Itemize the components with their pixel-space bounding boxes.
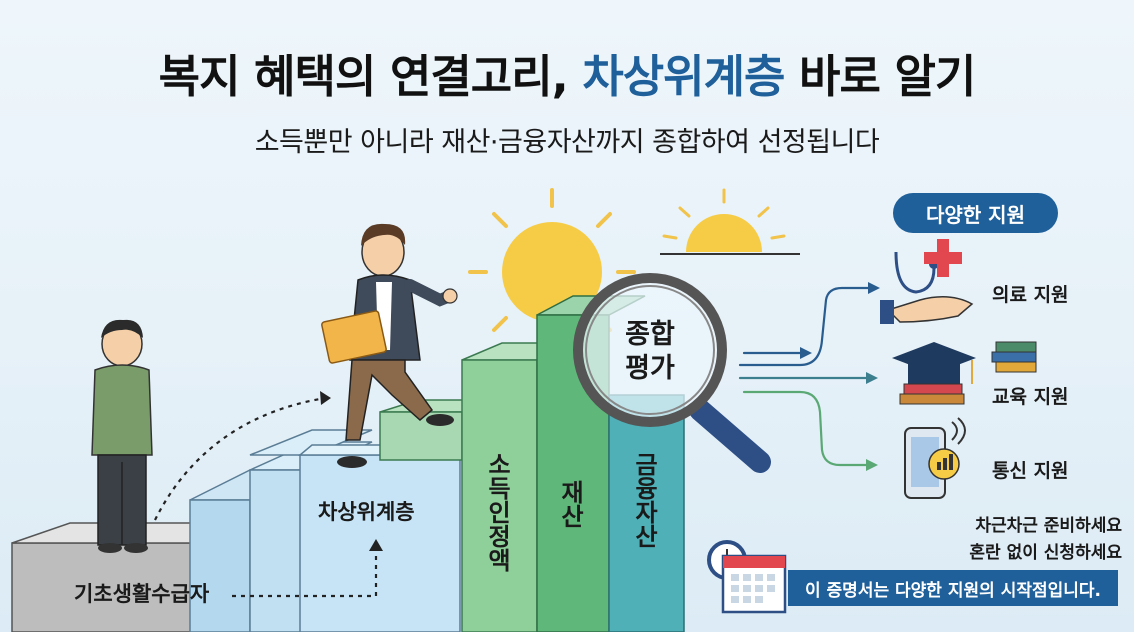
- finance-column: [608, 394, 685, 632]
- title-suffix: 바로 알기: [784, 50, 976, 103]
- support-arrowheads: [800, 282, 880, 471]
- medical-icon: [880, 239, 974, 324]
- column-label-asset: 재산: [556, 480, 584, 528]
- title-text: 복지 혜택의 연결고리,: [158, 50, 583, 103]
- progress-arrows: [154, 396, 378, 598]
- page-subtitle: 소득뿐만 아니라 재산·금융자산까지 종합하여 선정됩니다: [254, 127, 880, 158]
- support-item-education: 교육 지원: [992, 386, 1069, 408]
- calendar-icon: [721, 554, 787, 614]
- support-item-telecom: 통신 지원: [992, 460, 1069, 482]
- education-icon: [892, 341, 1037, 405]
- magnifier-line-1: 종합: [625, 319, 675, 350]
- closing-line-1: 차근차근 준비하세요: [975, 516, 1122, 536]
- base-step-label: 기초생활수급자: [74, 582, 210, 606]
- column-label-income: 소득인정액: [483, 452, 511, 572]
- person-standing: [91, 319, 153, 553]
- magnifier-line-2: 평가: [625, 353, 675, 384]
- middle-steps: [189, 429, 475, 632]
- column-label-finance: 금융자산: [630, 452, 658, 548]
- support-heading: 다양한 지원: [893, 193, 1058, 233]
- title-highlight: 차상위계층: [582, 50, 785, 103]
- phone-icon: [904, 417, 966, 499]
- magnifier-icon: [573, 273, 771, 473]
- closing-line-2: 혼란 없이 신청하세요: [969, 543, 1122, 563]
- person-climbing: [321, 223, 458, 468]
- page-title: 복지 혜택의 연결고리, 차상위계층 바로 알기: [0, 40, 1134, 105]
- magnifier-label: 종합 평가: [610, 318, 690, 386]
- support-arrows: [738, 286, 870, 467]
- support-item-medical: 의료 지원: [992, 284, 1069, 306]
- middle-step-label: 차상위계층: [318, 500, 415, 524]
- sunrise-icon: [660, 188, 800, 255]
- closing-banner: 이 증명서는 다양한 지원의 시작점입니다.: [788, 570, 1118, 606]
